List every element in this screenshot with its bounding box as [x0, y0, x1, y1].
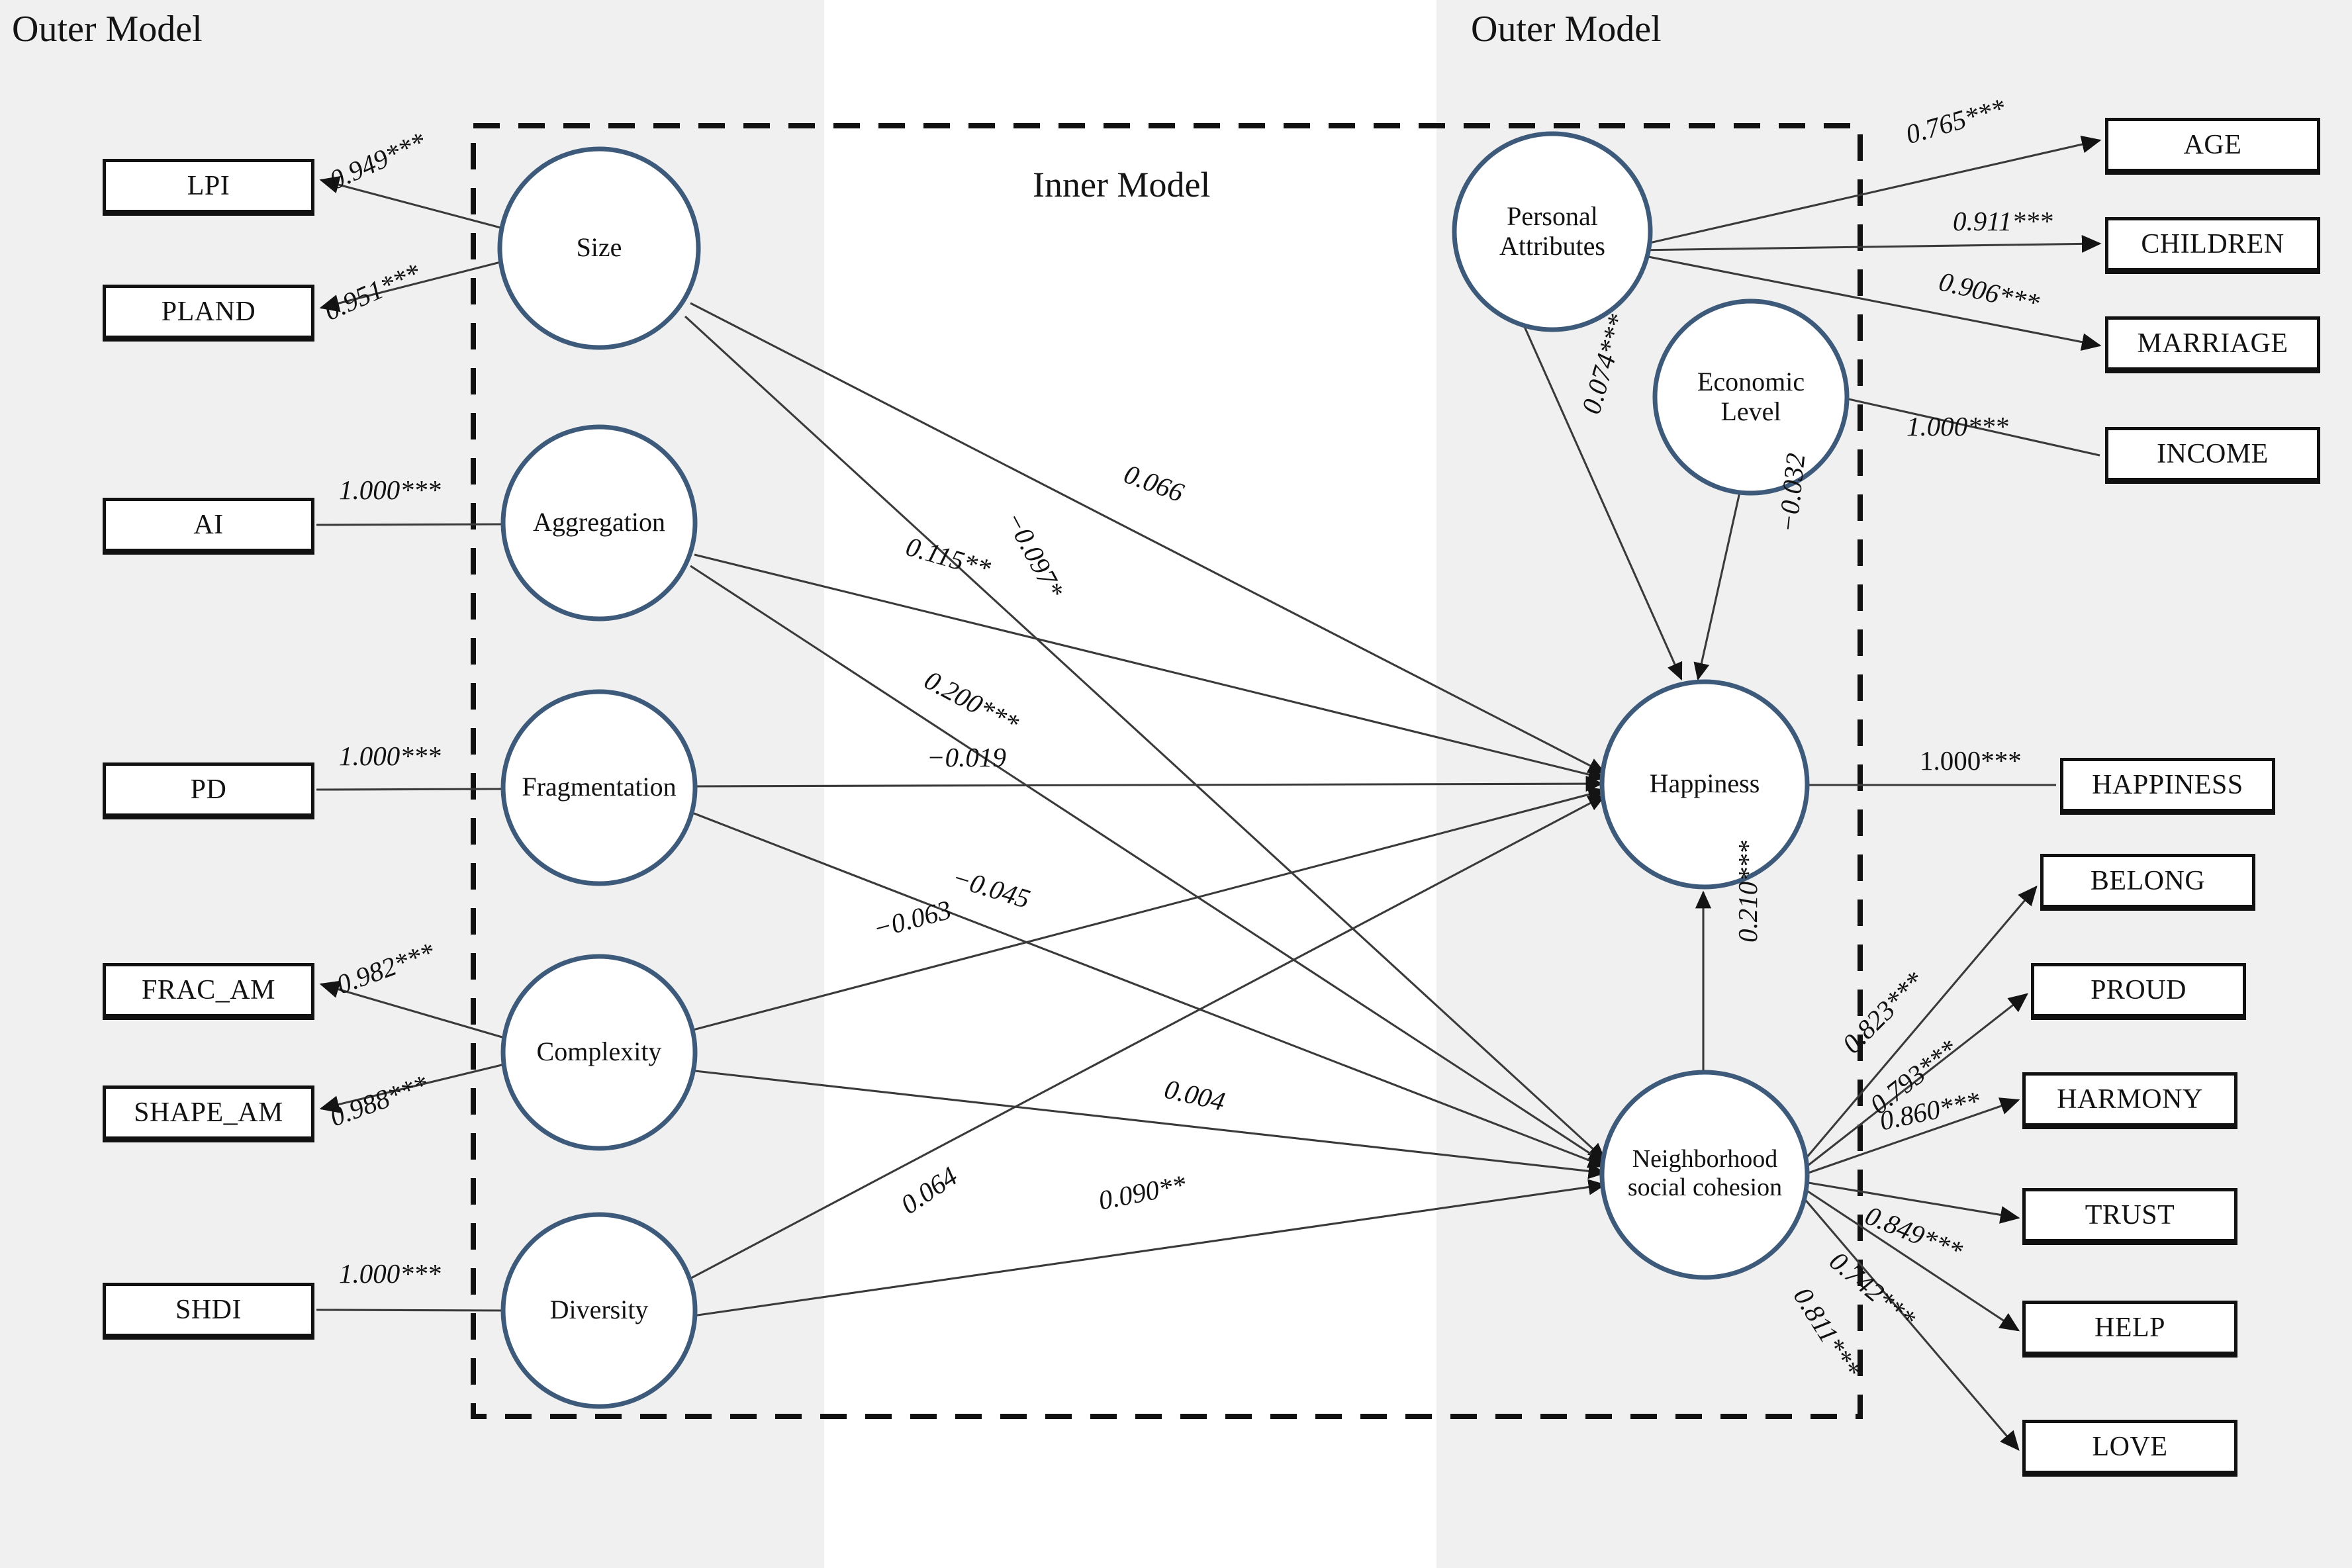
latent-circle-diversity: [500, 1212, 698, 1409]
indicator-box-shdi: SHDI: [103, 1283, 314, 1337]
indicator-box-proud: PROUD: [2031, 963, 2246, 1017]
latent-circle-happiness: [1599, 679, 1810, 890]
coefficient-label-fragmentation-pd: 1.000***: [339, 741, 441, 771]
indicator-box-children: CHILDREN: [2105, 217, 2320, 271]
indicator-box-frac-am: FRAC_AM: [103, 963, 314, 1017]
indicator-box-lpi: LPI: [103, 159, 314, 213]
left-outer-model-label: Outer Model: [12, 9, 203, 50]
coefficient-label-personal-children: 0.911***: [1953, 206, 2053, 236]
coefficient-label-diversity-shdi: 1.000***: [339, 1258, 441, 1289]
inner-model-label: Inner Model: [1033, 165, 1211, 205]
indicator-box-ai: AI: [103, 498, 314, 552]
indicator-box-marriage: MARRIAGE: [2105, 316, 2320, 371]
latent-circle-economic: [1652, 299, 1850, 496]
coefficient-label-fragmentation-happiness: −0.019: [927, 742, 1006, 772]
indicator-box-trust: TRUST: [2022, 1188, 2237, 1242]
indicator-box-harmony: HARMONY: [2022, 1072, 2237, 1127]
coefficient-label-happiness-indicator: 1.000***: [1920, 745, 2022, 776]
indicator-box-pd: PD: [103, 762, 314, 817]
indicator-box-love: LOVE: [2022, 1420, 2237, 1474]
measurement-paths: [316, 135, 2102, 1451]
indicator-box-help: HELP: [2022, 1301, 2237, 1355]
latent-circle-personal: [1452, 131, 1653, 332]
inner-model-boundary: [471, 123, 1863, 1419]
coefficient-label-aggregation-ai: 1.000***: [339, 475, 441, 505]
latent-circle-fragmentation: [500, 689, 698, 886]
latent-variable-circles: [497, 131, 1850, 1409]
latent-circle-aggregation: [500, 424, 698, 622]
indicator-box-happiness: HAPPINESS: [2060, 758, 2275, 812]
latent-circle-complexity: [500, 954, 698, 1151]
structural-paths: [684, 302, 1741, 1317]
indicator-box-income: INCOME: [2105, 427, 2320, 481]
latent-circle-size: [497, 146, 701, 350]
right-outer-model-label: Outer Model: [1471, 9, 1662, 50]
indicator-box-belong: BELONG: [2040, 854, 2255, 908]
indicator-box-pland: PLAND: [103, 285, 314, 339]
coefficient-label-economic-income: 1.000***: [1906, 411, 2008, 441]
latent-circle-cohesion: [1599, 1070, 1810, 1280]
indicator-box-shape-am: SHAPE_AM: [103, 1085, 314, 1140]
indicator-box-age: AGE: [2105, 118, 2320, 172]
coefficient-label-cohesion-happiness: 0.210***: [1732, 841, 1763, 943]
